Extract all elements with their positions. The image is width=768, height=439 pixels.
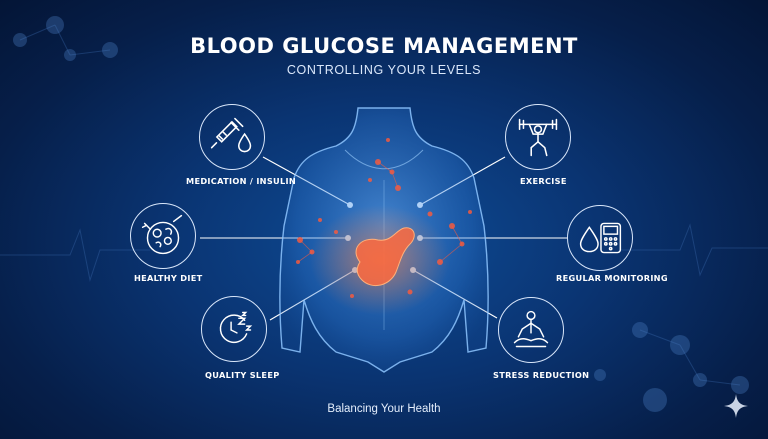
- factor-monitoring-label: REGULAR MONITORING: [556, 273, 668, 283]
- factor-exercise-circle: [505, 104, 571, 170]
- pancreas-organ: [355, 227, 415, 287]
- page-title: BLOOD GLUCOSE MANAGEMENT: [190, 34, 578, 58]
- weightlifter-icon: [518, 118, 558, 157]
- factor-medication-circle: [199, 104, 265, 170]
- factor-diet-label: HEALTHY DIET: [134, 273, 203, 283]
- factor-sleep-circle: [201, 296, 267, 362]
- food-bowl-icon: [141, 214, 183, 255]
- factor-stress-label: STRESS REDUCTION: [493, 370, 590, 380]
- sparkle-icon: [724, 394, 748, 418]
- factor-stress-circle: [498, 297, 564, 363]
- footer-tagline: Balancing Your Health: [327, 403, 441, 415]
- glucose-meter-icon: [579, 222, 622, 254]
- factor-medication-label: MEDICATION / INSULIN: [186, 176, 296, 186]
- factor-diet-circle: [130, 203, 196, 269]
- factor-sleep-label: QUALITY SLEEP: [205, 370, 280, 380]
- meditation-icon: [513, 310, 549, 348]
- syringe-drop-icon: [210, 117, 252, 153]
- clock-zzz-icon: [219, 311, 253, 343]
- factor-monitoring-circle: [567, 205, 633, 271]
- page-subtitle: CONTROLLING YOUR LEVELS: [286, 63, 482, 77]
- factor-exercise-label: EXERCISE: [520, 176, 567, 186]
